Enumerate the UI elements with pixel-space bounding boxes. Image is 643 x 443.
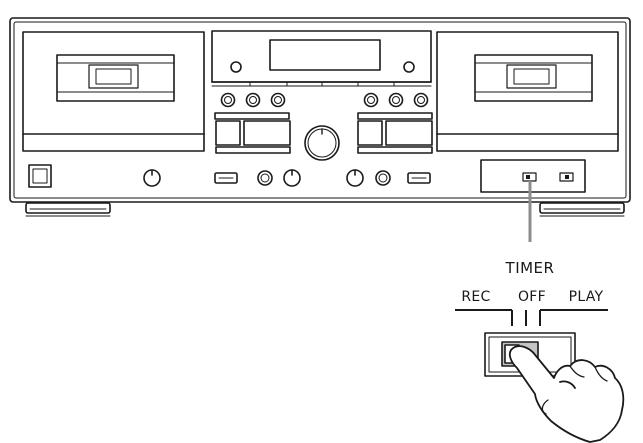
hand-icon (508, 345, 625, 443)
position-label-play: PLAY (569, 289, 604, 305)
meter-knob-right (403, 61, 415, 73)
slot-button-right[interactable] (407, 172, 431, 184)
deck-foot-left (25, 202, 111, 217)
display-window (269, 39, 381, 71)
knob-center-right[interactable] (346, 169, 364, 187)
cassette-door-right[interactable] (436, 31, 619, 152)
left-deck-transport-keys[interactable] (214, 112, 291, 154)
power-button[interactable] (28, 164, 52, 188)
jack-right[interactable] (375, 170, 391, 186)
cassette-door-left[interactable] (22, 31, 205, 152)
center-display-panel (211, 30, 432, 87)
knob-center-left[interactable] (283, 169, 301, 187)
right-deck-small-buttons[interactable] (363, 92, 429, 108)
jack-left[interactable] (257, 170, 273, 186)
slot-button-left[interactable] (214, 172, 238, 184)
position-label-rec: REC (461, 289, 490, 305)
timer-title: TIMER (505, 259, 555, 277)
position-label-off: OFF (518, 289, 546, 305)
right-deck-transport-keys[interactable] (357, 112, 433, 154)
knob-left[interactable] (143, 169, 161, 187)
timer-switch-small-2[interactable] (559, 172, 574, 182)
deck-foot-right (539, 202, 625, 217)
left-deck-small-buttons[interactable] (220, 92, 286, 108)
center-large-knob[interactable] (304, 125, 340, 161)
meter-knob-left (230, 61, 242, 73)
